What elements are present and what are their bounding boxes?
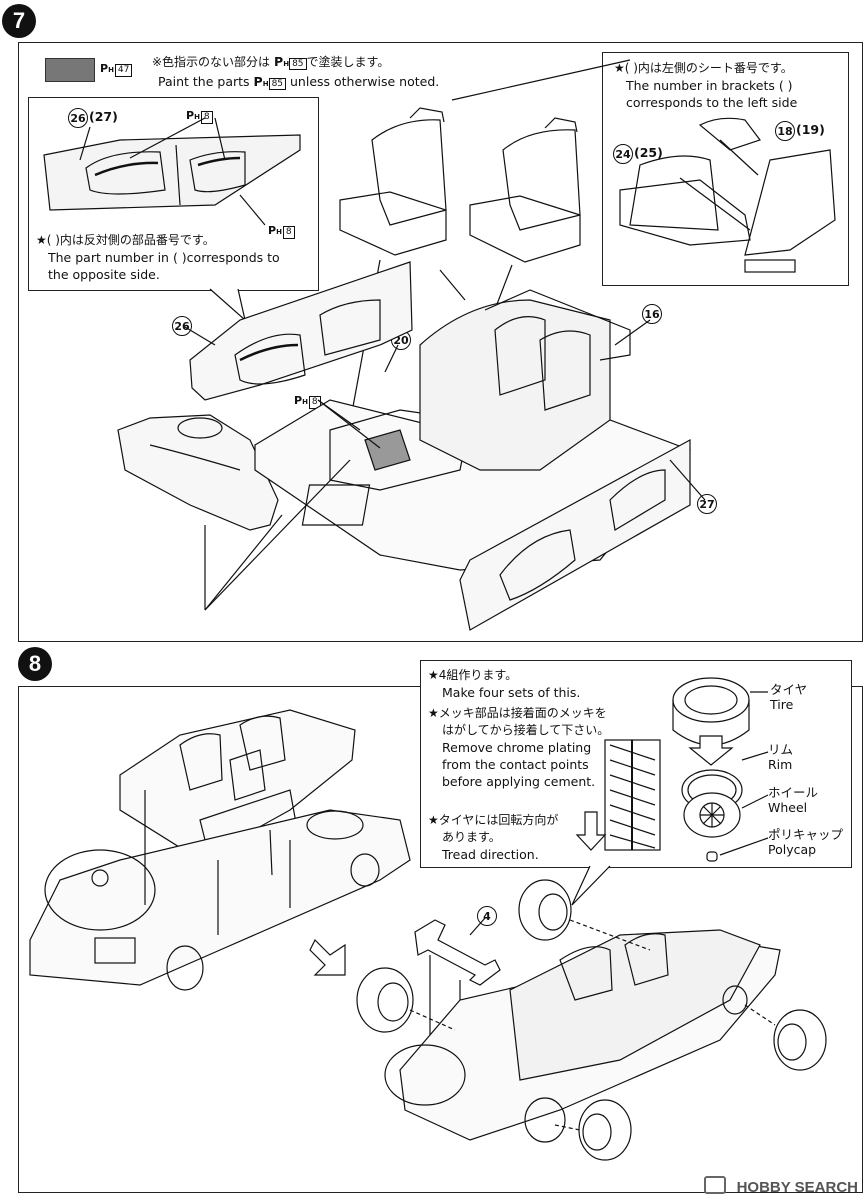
seat-inset-panel xyxy=(602,52,849,286)
part-26-main-label: 26 xyxy=(172,316,192,336)
part-27-label: (27) xyxy=(89,109,118,124)
assembled-car-drawing xyxy=(384,929,781,1143)
right-door-drawing xyxy=(459,438,691,631)
step-8-badge: 8 xyxy=(18,647,52,681)
part-16-label: 16 xyxy=(642,304,662,324)
color-swatch xyxy=(45,58,95,82)
next-step-arrow xyxy=(309,938,346,976)
rear-seat-inset-drawing xyxy=(619,117,836,273)
door-trim-inset-drawing xyxy=(43,117,301,226)
dashboard-drawing xyxy=(117,414,279,531)
wheel-exploded-drawing xyxy=(672,677,769,862)
part-19-label: (19) xyxy=(796,122,825,137)
chassis-drawing xyxy=(29,790,411,991)
part-26-label: 26 xyxy=(68,108,88,128)
part-25-label: (25) xyxy=(634,145,663,160)
part-24-label: 24 xyxy=(613,144,633,164)
left-door-drawing xyxy=(189,261,413,401)
tread-direction-arrow xyxy=(575,811,607,851)
step-7-badge: 7 xyxy=(2,4,36,38)
four-sets-note: ★4組作ります。 Make four sets of this. xyxy=(428,668,581,700)
tread-note: ★タイヤには回転方向が あります。 Tread direction. xyxy=(428,813,559,862)
seat-bracket-note: ★( )内は左側のシート番号です。 The number in brackets… xyxy=(614,61,798,110)
loose-wheels-drawing xyxy=(356,879,827,1161)
hobby-search-logo-icon xyxy=(704,1176,726,1194)
tread-pattern-drawing xyxy=(604,739,661,851)
part-27-main-label: 27 xyxy=(697,494,717,514)
chrome-note: ★メッキ部品は接着面のメッキを はがしてから接着して下さい。 Remove ch… xyxy=(428,706,610,789)
watermark: HOBBY SEARCH xyxy=(736,1179,858,1196)
front-seat-drawings xyxy=(339,107,581,263)
part-18-label: 18 xyxy=(775,121,795,141)
inset-opposite-note: ★( )内は反対側の部品番号です。 The part number in ( )… xyxy=(36,233,280,282)
